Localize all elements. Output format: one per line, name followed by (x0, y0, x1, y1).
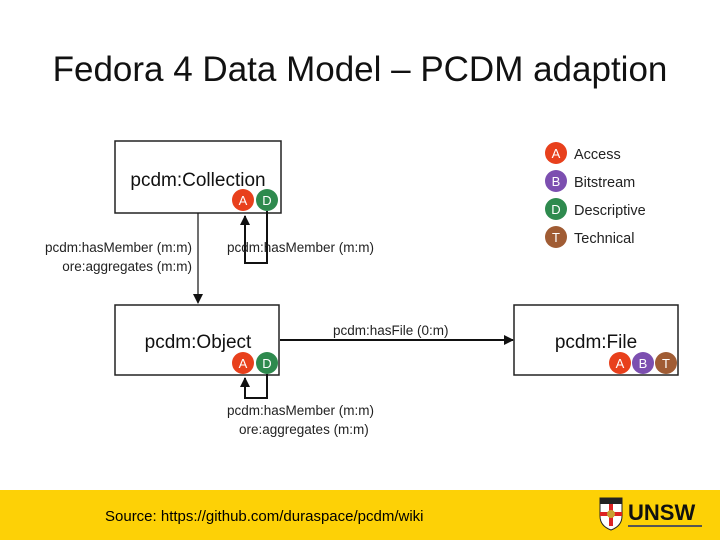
pcdm-diagram: pcdm:Collection A D pcdm:hasMember (m:m)… (45, 140, 679, 437)
node-label: pcdm:File (555, 332, 637, 353)
edge-label: ore:aggregates (m:m) (62, 259, 192, 274)
legend-letter: B (552, 174, 561, 189)
legend-label: Access (574, 147, 621, 163)
node-file: pcdm:File A B T (513, 304, 679, 376)
descriptive-badge (256, 189, 278, 211)
access-legend-icon (545, 142, 567, 164)
edge-label: pcdm:hasMember (m:m) (45, 240, 192, 255)
footer-bar: Source: https://github.com/duraspace/pcd… (0, 490, 720, 540)
badge-letter: A (239, 193, 248, 208)
technical-legend-icon (545, 226, 567, 248)
access-badge (232, 352, 254, 374)
node-label: pcdm:Collection (130, 170, 265, 191)
legend-letter: T (552, 230, 560, 245)
node-collection: pcdm:Collection A D (114, 140, 282, 214)
legend-letter: D (551, 202, 560, 217)
access-badge (232, 189, 254, 211)
edge-label: pcdm:hasMember (m:m) (227, 240, 374, 255)
edge-label: pcdm:hasFile (0:m) (333, 323, 449, 338)
legend-letter: A (552, 146, 561, 161)
node-label: pcdm:Object (145, 332, 252, 353)
access-badge (609, 352, 631, 374)
descriptive-badge (256, 352, 278, 374)
unsw-logo: UNSW (599, 497, 702, 531)
svg-text:UNSW: UNSW (628, 500, 695, 525)
badge-letter: D (262, 193, 271, 208)
collection-self-arrow (240, 211, 268, 264)
badge-letter: B (639, 356, 648, 371)
badge-letter: A (616, 356, 625, 371)
badge-letter: D (262, 356, 271, 371)
node-object: pcdm:Object A D (114, 304, 280, 376)
edge-label: ore:aggregates (m:m) (239, 422, 369, 437)
badge-letter: A (239, 356, 248, 371)
technical-badge (655, 352, 677, 374)
descriptive-legend-icon (545, 198, 567, 220)
slide-title: Fedora 4 Data Model – PCDM adaption (52, 50, 668, 89)
edge-label: pcdm:hasMember (m:m) (227, 403, 374, 418)
legend-label: Bitstream (574, 175, 635, 191)
legend: A Access B Bitstream D Descriptive T Tec… (545, 142, 646, 248)
object-self-arrow (240, 374, 268, 399)
badge-letter: T (662, 356, 670, 371)
legend-label: Technical (574, 231, 634, 247)
legend-label: Descriptive (574, 203, 646, 219)
bitstream-badge (632, 352, 654, 374)
source-citation: Source: https://github.com/duraspace/pcd… (105, 508, 424, 525)
bitstream-legend-icon (545, 170, 567, 192)
